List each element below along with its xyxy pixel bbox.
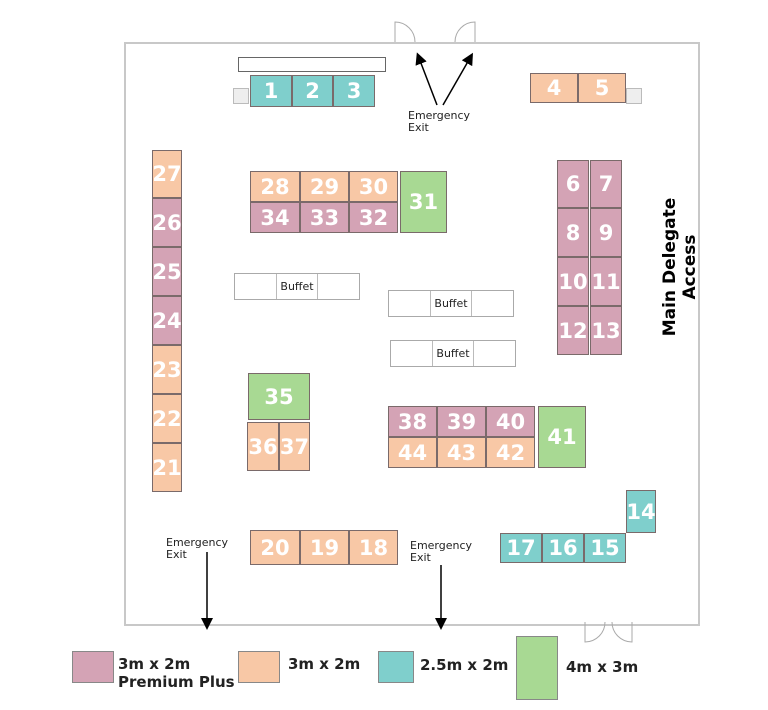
label-line: Emergency — [408, 109, 471, 122]
booth[interactable]: 40 — [486, 406, 535, 437]
booth[interactable]: 14 — [626, 490, 656, 533]
booth[interactable]: 37 — [279, 422, 310, 471]
booth[interactable]: 3 — [333, 75, 375, 107]
booth[interactable]: 4 — [530, 73, 578, 103]
booth[interactable]: 17 — [500, 533, 542, 563]
booth[interactable]: 42 — [486, 437, 535, 468]
booth[interactable]: 13 — [590, 306, 622, 355]
pillar — [626, 88, 642, 104]
booth[interactable]: 26 — [152, 198, 182, 247]
booth[interactable]: 11 — [590, 257, 622, 306]
door-icon — [584, 621, 633, 643]
label-line: Emergency — [166, 536, 229, 549]
arrow-icon — [442, 52, 473, 106]
legend-swatch-premium — [72, 651, 114, 683]
door-icon — [394, 21, 476, 43]
legend-small: 2.5m x 2m — [420, 656, 509, 674]
label-line: Exit — [408, 121, 429, 134]
booth[interactable]: 10 — [557, 257, 589, 306]
booth[interactable]: 5 — [578, 73, 626, 103]
booth[interactable]: 6 — [557, 160, 589, 208]
booth[interactable]: 31 — [400, 171, 447, 233]
booth[interactable]: 33 — [300, 202, 349, 233]
legend-sublabel: Premium Plus — [118, 673, 235, 691]
booth[interactable]: 35 — [248, 373, 310, 420]
booth[interactable]: 28 — [250, 171, 300, 202]
legend-swatch-small — [378, 651, 414, 683]
booth[interactable]: 16 — [542, 533, 584, 563]
label-line: Exit — [166, 548, 187, 561]
booth[interactable]: 38 — [388, 406, 437, 437]
room-outline — [124, 42, 700, 626]
booth[interactable]: 24 — [152, 296, 182, 345]
booth[interactable]: 2 — [292, 75, 333, 107]
stage — [238, 57, 386, 72]
booth[interactable]: 41 — [538, 406, 586, 468]
booth[interactable]: 21 — [152, 443, 182, 492]
booth[interactable]: 34 — [250, 202, 300, 233]
booth[interactable]: 43 — [437, 437, 486, 468]
booth[interactable]: 15 — [584, 533, 626, 563]
legend-large: 4m x 3m — [566, 658, 639, 676]
booth[interactable]: 18 — [349, 530, 398, 565]
booth[interactable]: 36 — [247, 422, 279, 471]
booth[interactable]: 8 — [557, 208, 589, 257]
buffet-table: Buffet — [234, 273, 360, 300]
booth[interactable]: 39 — [437, 406, 486, 437]
legend-label: 3m x 2m — [118, 655, 191, 673]
booth[interactable]: 23 — [152, 345, 182, 394]
booth[interactable]: 22 — [152, 394, 182, 443]
label-line: Emergency — [410, 539, 473, 552]
booth[interactable]: 25 — [152, 247, 182, 296]
booth[interactable]: 44 — [388, 437, 437, 468]
booth[interactable]: 20 — [250, 530, 300, 565]
label-line: Exit — [410, 551, 431, 564]
buffet-table: Buffet — [388, 290, 514, 317]
booth[interactable]: 32 — [349, 202, 398, 233]
arrow-icon — [415, 52, 438, 106]
pillar — [233, 88, 249, 104]
booth[interactable]: 9 — [590, 208, 622, 257]
legend-standard: 3m x 2m — [288, 655, 361, 673]
booth[interactable]: 12 — [557, 306, 589, 355]
booth[interactable]: 29 — [300, 171, 349, 202]
booth[interactable]: 27 — [152, 150, 182, 198]
booth[interactable]: 1 — [250, 75, 292, 107]
booth[interactable]: 30 — [349, 171, 398, 202]
buffet-table: Buffet — [390, 340, 516, 367]
booth[interactable]: 7 — [590, 160, 622, 208]
legend-swatch-large — [516, 636, 558, 700]
main-delegate-access-label: Main Delegate Access — [660, 197, 700, 337]
booth[interactable]: 19 — [300, 530, 349, 565]
legend-swatch-standard — [238, 651, 280, 683]
